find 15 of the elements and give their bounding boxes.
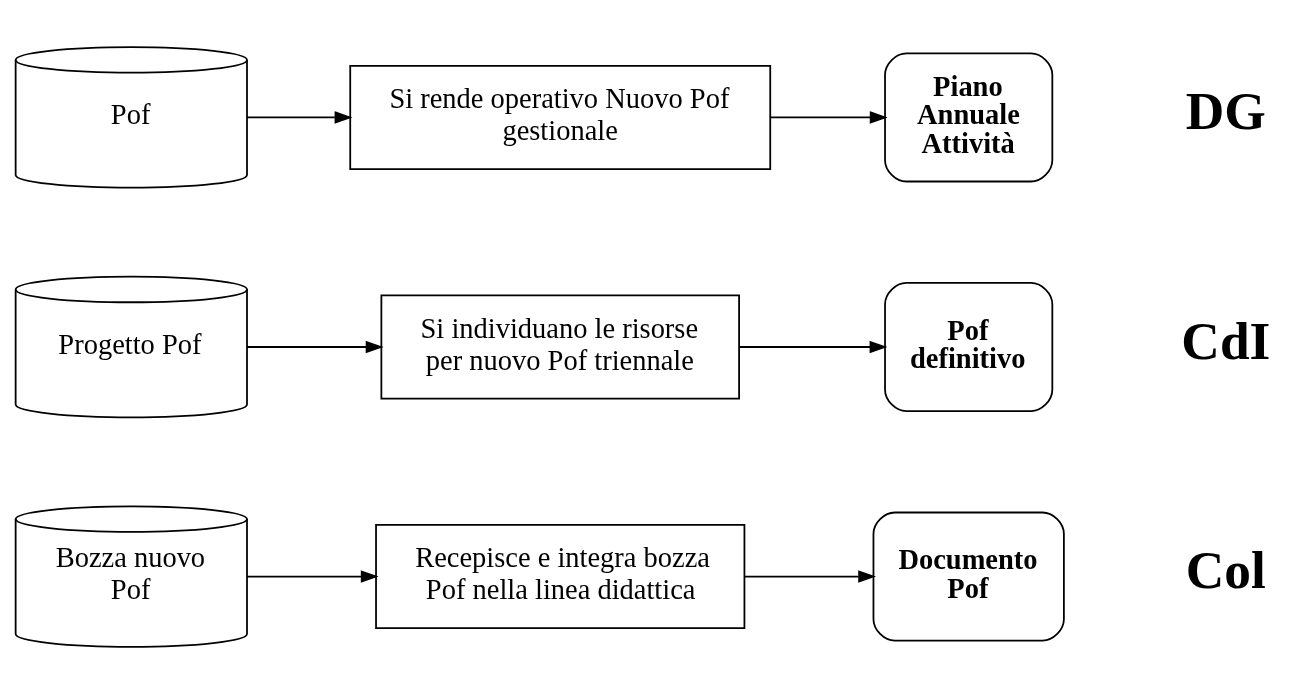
label: Col (1185, 539, 1266, 600)
arrow (246, 340, 384, 353)
node-box: Documento Pof (872, 511, 1065, 642)
node-box: Piano Annuale Attività (884, 51, 1054, 182)
arrow (246, 110, 353, 124)
arrow (246, 569, 379, 583)
label: DG (1185, 80, 1266, 141)
node-box: Pof definitivo (884, 281, 1054, 412)
label: CdI (1181, 310, 1271, 371)
node-box: Recepisce e integra bozza Pof nella linea didattica (375, 523, 746, 629)
node-box: Si individuano le risorse per nuovo Pof triennale (380, 294, 740, 399)
arrow (769, 110, 888, 124)
arrow (738, 340, 888, 353)
arrow (744, 569, 877, 583)
node-box: Si rende operativo Nuovo Pof gestionale (349, 64, 772, 170)
